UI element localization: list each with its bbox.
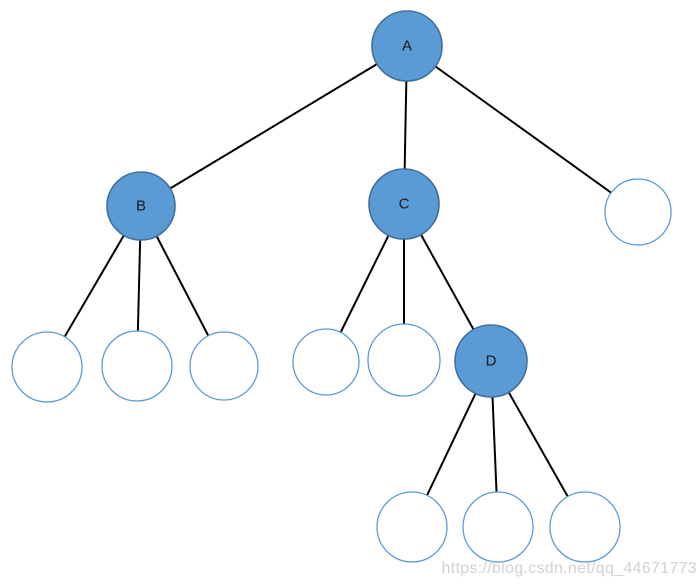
tree-node-A [371, 10, 443, 82]
tree-node-label-A: A [402, 38, 412, 55]
tree-node-B [106, 171, 176, 241]
tree-node-label-B: B [136, 198, 146, 215]
tree-node-label-C: C [399, 196, 410, 213]
watermark-url: https://blog.csdn.net/qq_44671773 [441, 560, 697, 577]
tree-node-empty-D2 [462, 491, 534, 563]
tree-node-empty-D3 [549, 491, 621, 563]
tree-node-empty-B3 [189, 331, 259, 401]
tree-edge-A-N1 [406, 45, 639, 213]
tree-node-label-D: D [486, 353, 497, 370]
tree-edge-A-B [140, 45, 408, 207]
tree-node-empty-B1 [11, 331, 83, 403]
tree-node-empty-B2 [101, 330, 173, 402]
tree-node-empty-N1 [604, 178, 672, 246]
tree-node-empty-C1 [292, 328, 360, 396]
tree-node-empty-C2 [367, 323, 441, 397]
tree-node-empty-D1 [376, 491, 448, 563]
tree-node-D [454, 324, 528, 398]
tree-node-C [368, 168, 440, 240]
